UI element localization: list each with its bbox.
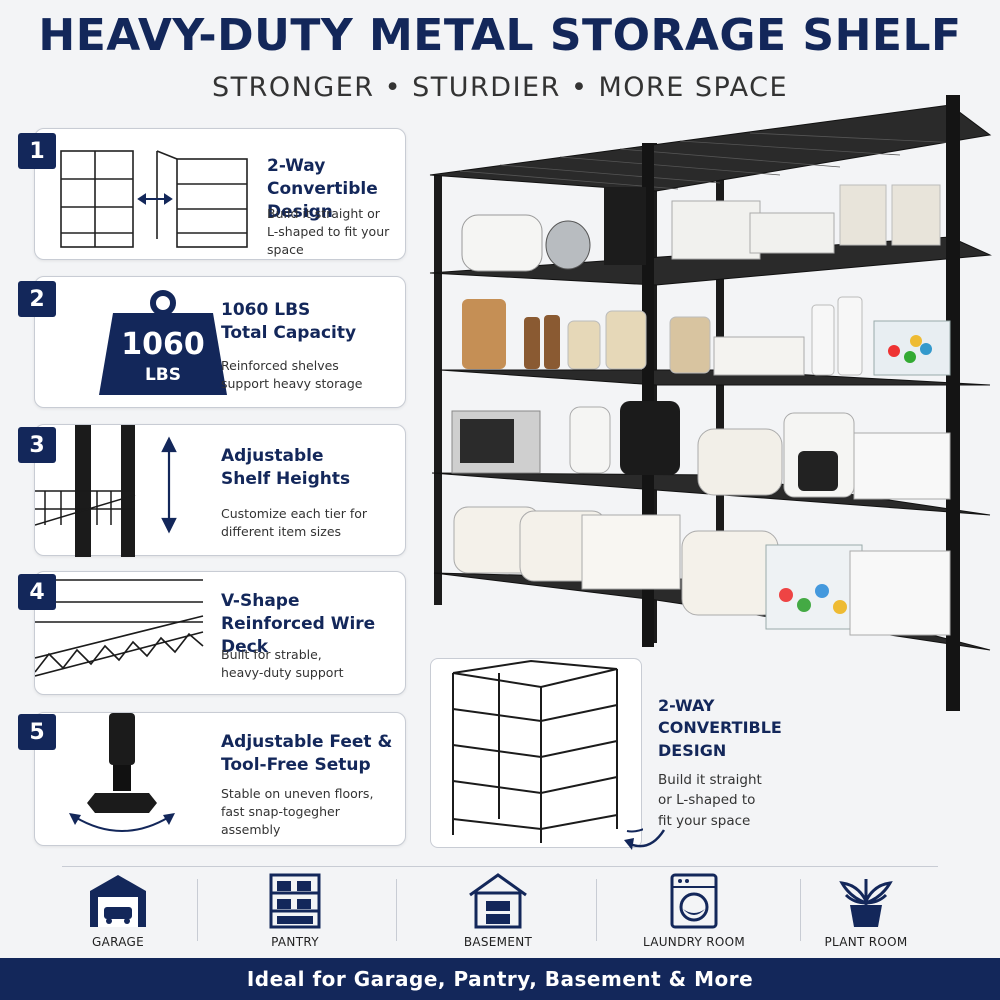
room-icons-row: GARAGE PANTRY BASEMENT LAU — [62, 866, 938, 956]
weight-icon — [99, 290, 227, 395]
room-basement: BASEMENT — [428, 873, 568, 949]
washing-machine-icon — [670, 873, 718, 929]
feature-1-title-line2: Convertible Design — [267, 178, 378, 222]
feature-card-feet: Adjustable Feet & Tool-Free Setup Stable… — [34, 712, 406, 846]
room-divider — [800, 879, 801, 941]
feature-5-badge: 5 — [18, 714, 56, 750]
feature-2-title-line1: 1060 LBS — [221, 300, 311, 320]
feature-5-desc-line2: fast snap-togegher — [221, 804, 340, 820]
feature-3-title-line2: Shelf Heights — [221, 468, 351, 489]
shelf-product-image — [429, 95, 992, 711]
feature-card-wire-deck: V-Shape Reinforced Wire Deck Built for s… — [34, 571, 406, 695]
feature-5-title-line2: Tool-Free Setup — [221, 754, 371, 775]
inset-title-line1: 2-WAY — [658, 696, 715, 715]
feature-1-title-line1: 2-Way — [267, 156, 326, 176]
garage-icon — [90, 875, 146, 927]
feature-2-desc-line1: Reinforced shelves — [221, 358, 339, 373]
curved-arrow-icon — [624, 829, 666, 850]
room-divider — [396, 879, 397, 941]
shelf-post-closeup-icon — [35, 425, 177, 557]
inset-desc-line2: or L-shaped to — [658, 792, 756, 809]
inset-title-line2: CONVERTIBLE — [658, 718, 782, 738]
room-laundry: LAUNDRY ROOM — [624, 873, 764, 949]
feature-card-convertible: 2-Way Convertible Design Build it straig… — [34, 128, 406, 260]
inset-desc-line3: fit your space — [658, 812, 751, 829]
feature-2-desc-line2: support heavy storage — [221, 376, 363, 392]
weight-badge-unit: LBS — [144, 365, 182, 385]
room-pantry: PANTRY — [225, 873, 365, 949]
feature-5-title-line1: Adjustable Feet & — [221, 732, 393, 752]
page-title: HEAVY-DUTY METAL STORAGE SHELF — [38, 10, 962, 61]
up-down-arrow-icon — [161, 436, 177, 534]
page-subtitle: STRONGER • STURDIER • MORE SPACE — [211, 72, 789, 103]
feature-1-desc-line1: Build it straight or — [267, 206, 380, 221]
plant-icon — [839, 879, 893, 927]
feature-1-badge: 1 — [18, 133, 56, 169]
feature-3-title-line1: Adjustable — [221, 446, 324, 466]
room-plant: PLANT ROOM — [796, 873, 936, 949]
inset-desc-line1: Build it straight — [658, 772, 762, 788]
feature-1-desc-line2: L-shaped to fit your space — [267, 224, 390, 258]
feature-5-desc-line1: Stable on uneven floors, — [221, 786, 374, 801]
pantry-icon — [269, 873, 321, 929]
footer-banner: Ideal for Garage, Pantry, Basement & Mor… — [0, 958, 1000, 1000]
l-shaped-shelf-icon — [452, 659, 662, 843]
l-shape-inset — [430, 658, 662, 848]
feature-4-title-line2: Reinforced Wire Deck — [221, 613, 376, 657]
feature-card-capacity: 1060 LBS 1060 LBS Total Capacity Reinfor… — [34, 276, 406, 408]
feature-4-desc-line2: heavy-duty support — [221, 665, 344, 681]
room-pantry-label: PANTRY — [271, 935, 319, 949]
feature-3-badge: 3 — [18, 427, 56, 463]
room-basement-label: BASEMENT — [463, 935, 533, 949]
room-plant-label: PLANT ROOM — [824, 935, 908, 949]
inset-title-line3: DESIGN — [658, 740, 727, 760]
feature-4-badge: 4 — [18, 574, 56, 610]
feature-2-badge: 2 — [18, 281, 56, 317]
two-way-shelf-icon — [60, 150, 248, 248]
feature-4-title-line1: V-Shape — [221, 591, 300, 611]
feature-5-desc-line3: assembly — [221, 822, 281, 838]
wire-deck-icon — [35, 579, 204, 677]
basement-icon — [469, 873, 527, 929]
weight-badge-number: 1060 — [121, 327, 205, 362]
leveling-foot-icon — [69, 713, 175, 832]
feature-4-desc-line1: Built for strable, — [221, 647, 322, 662]
feature-3-desc-line1: Customize each tier for — [221, 506, 368, 521]
room-garage-label: GARAGE — [91, 935, 145, 949]
feature-2-title-line2: Total Capacity — [221, 322, 357, 343]
room-laundry-label: LAUNDRY ROOM — [642, 935, 746, 949]
room-divider — [197, 879, 198, 941]
feature-3-desc-line2: different item sizes — [221, 524, 342, 540]
room-garage: GARAGE — [48, 873, 188, 949]
room-divider — [596, 879, 597, 941]
feature-card-adjustable-heights: Adjustable Shelf Heights Customize each … — [34, 424, 406, 557]
